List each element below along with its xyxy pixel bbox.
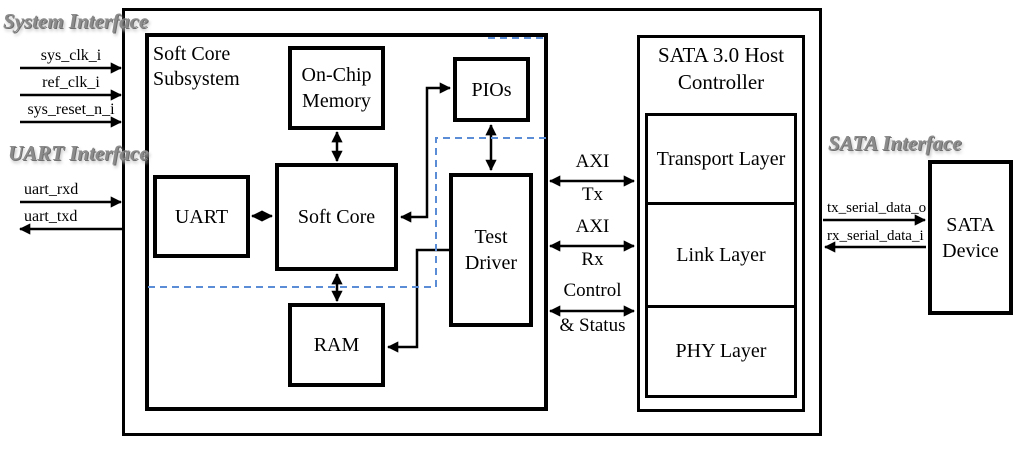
on-chip-memory-label: On-Chip Memory xyxy=(301,64,372,112)
sata-host-controller-title: SATA 3.0 Host Controller xyxy=(657,43,785,94)
axi-tx-label-bottom: Tx xyxy=(581,184,604,205)
uart-label: UART xyxy=(174,205,229,228)
uart-rxd-label: uart_rxd xyxy=(24,181,79,198)
sata-device-label: SATA Device xyxy=(942,213,999,262)
tx-serial-data-o-label: tx_serial_data_o xyxy=(827,200,927,216)
ram-label: RAM xyxy=(313,334,360,356)
sata-interface-heading: SATA Interface xyxy=(828,131,962,155)
sys-clk-i-label: sys_clk_i xyxy=(40,47,102,64)
rx-serial-data-i-label: rx_serial_data_i xyxy=(827,228,924,244)
system-interface-heading: System Interface xyxy=(3,9,149,33)
axi-rx-label-top: AXI xyxy=(575,216,610,237)
soft-core-label: Soft Core xyxy=(297,206,376,228)
soft-core-box: Soft Core xyxy=(275,163,398,271)
phy-layer: PHY Layer xyxy=(648,304,794,395)
test-driver-label: Test Driver xyxy=(464,226,518,274)
pios-label: PIOs xyxy=(471,78,512,101)
dashed-boundary-main xyxy=(147,137,546,288)
control-status-label-bottom: & Status xyxy=(559,315,626,336)
axi-rx-label-bottom: Rx xyxy=(581,249,604,270)
arrow-softcore-pios xyxy=(400,82,451,223)
transport-layer: Transport Layer xyxy=(656,147,786,170)
on-chip-memory-box: On-Chip Memory xyxy=(288,46,385,130)
uart-interface-heading: UART Interface xyxy=(8,141,149,165)
test-driver-box: Test Driver xyxy=(449,173,533,327)
link-layer: Link Layer xyxy=(648,202,794,305)
soft-core-subsystem-title: Soft Core Subsystem xyxy=(153,43,240,90)
uart-box: UART xyxy=(153,175,250,258)
axi-tx-label-top: AXI xyxy=(575,151,610,172)
sata-device-box: SATA Device xyxy=(928,160,1013,315)
ram-box: RAM xyxy=(288,303,385,387)
ref-clk-i-label: ref_clk_i xyxy=(42,74,100,91)
sys-reset-n-i-label: sys_reset_n_i xyxy=(27,101,115,118)
uart-txd-label: uart_txd xyxy=(24,208,78,225)
control-status-label-top: Control xyxy=(563,280,622,301)
pios-box: PIOs xyxy=(453,57,530,122)
sata-layers-box: Transport Layer Link Layer PHY Layer xyxy=(645,113,797,398)
arrow-testdriver-ram xyxy=(387,248,449,353)
